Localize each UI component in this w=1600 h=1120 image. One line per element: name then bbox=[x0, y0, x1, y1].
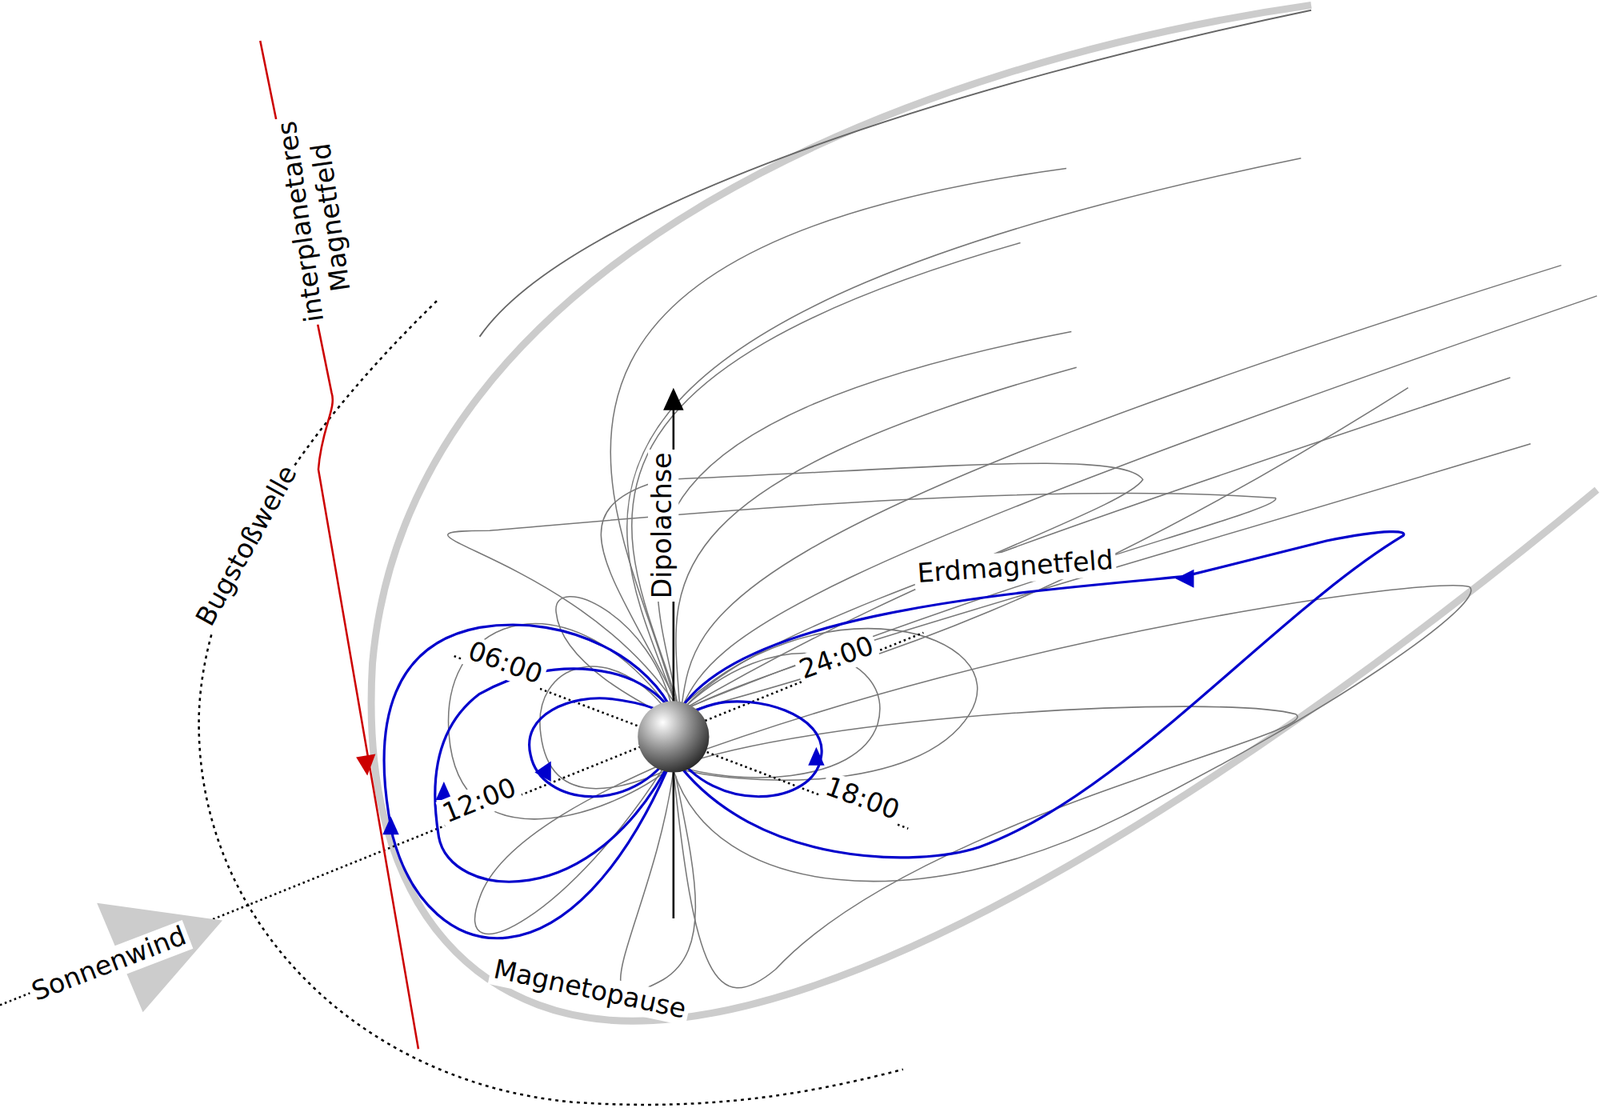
imf-label: interplanetares Magnetfeld bbox=[272, 112, 362, 328]
time-label: 12:00 bbox=[435, 771, 524, 831]
dipole-axis-label: Dipolachse bbox=[648, 449, 679, 602]
time-label: 18:00 bbox=[818, 770, 907, 828]
time-label: 06:00 bbox=[460, 635, 549, 692]
bow-shock-label: Bugstoßwelle bbox=[188, 457, 305, 634]
earth-field-label: Erdmagnetfeld bbox=[913, 544, 1118, 590]
